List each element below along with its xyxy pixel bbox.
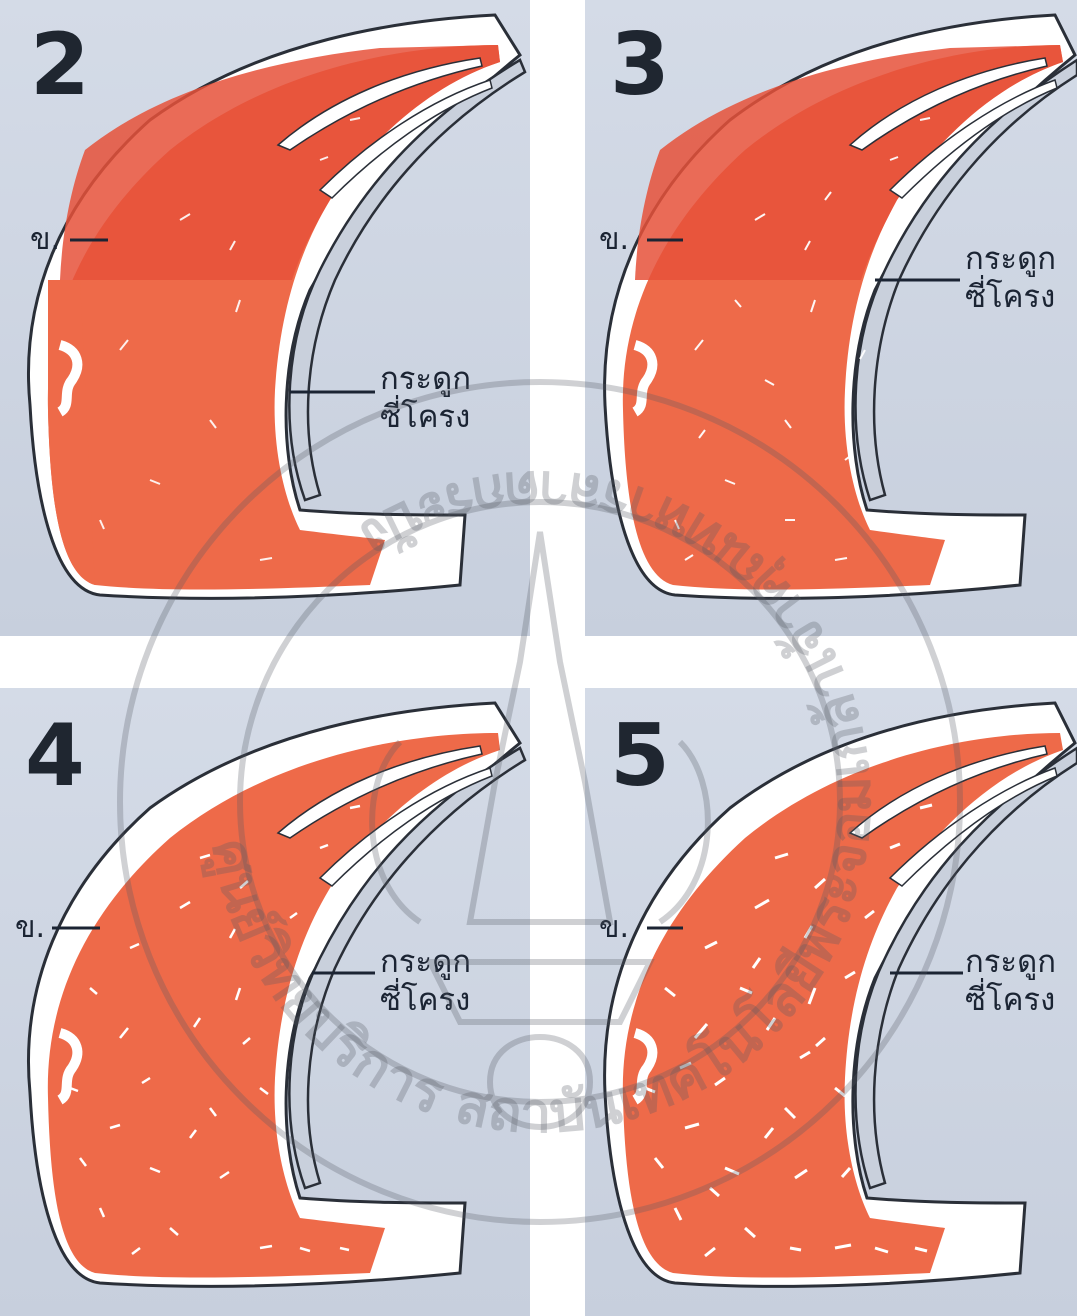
rib-bone-label-line2: ซี่โครง [380, 398, 471, 436]
kh-label: ข. [30, 225, 60, 255]
rib-bone-label-line2: ซี่โครง [965, 278, 1056, 316]
kh-label: ข. [599, 225, 629, 255]
rib-bone-label-line2: ซี่โครง [380, 981, 471, 1019]
panel-4: 4 ข. กระดูก ซี่โครง [0, 688, 530, 1316]
panel-2: 2 ข. กระดูก ซี่โครง [0, 0, 530, 636]
rib-bone-label: กระดูก ซี่โครง [380, 360, 471, 436]
rib-bone-label-line1: กระดูก [380, 360, 471, 398]
rib-bone-label-line1: กระดูก [380, 943, 471, 981]
rib-bone-label: กระดูก ซี่โครง [965, 240, 1056, 316]
kh-label: ข. [599, 913, 629, 943]
panel-number: 3 [610, 22, 670, 108]
panel-3: 3 ข. กระดูก ซี่โครง [585, 0, 1077, 636]
rib-bone-label-line1: กระดูก [965, 240, 1056, 278]
rib-bone-label-line1: กระดูก [965, 943, 1056, 981]
rib-bone-label: กระดูก ซี่โครง [380, 943, 471, 1019]
panel-number: 4 [25, 713, 85, 799]
panel-number: 5 [610, 713, 670, 799]
kh-label: ข. [15, 913, 45, 943]
panel-5: 5 ข. กระดูก ซี่โครง [585, 688, 1077, 1316]
panel-number: 2 [30, 22, 90, 108]
rib-bone-label: กระดูก ซี่โครง [965, 943, 1056, 1019]
rib-bone-label-line2: ซี่โครง [965, 981, 1056, 1019]
